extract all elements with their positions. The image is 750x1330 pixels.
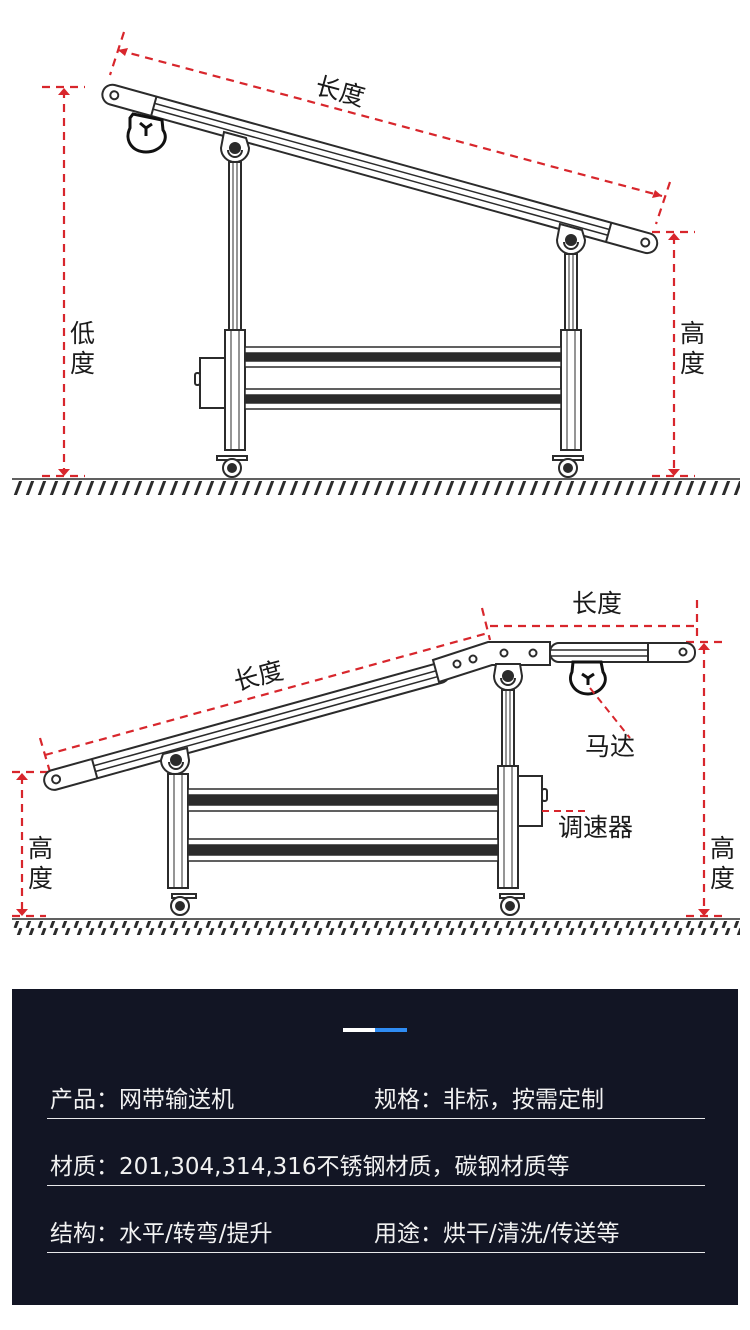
- high-height-label-1: 高: [680, 319, 705, 348]
- high-height-dimension: [652, 230, 695, 478]
- conveyor-belt-top: [101, 83, 659, 255]
- frame-crossbars: [244, 346, 562, 410]
- low-height-label-1: 低: [70, 319, 95, 348]
- motor-label: 马达: [585, 732, 635, 761]
- low-height-label-2: 度: [70, 349, 95, 378]
- right-height-label-1: 高: [710, 834, 735, 863]
- spec-material: 材质：201,304,314,316不锈钢材质，碳钢材质等: [50, 1154, 570, 1180]
- left-height-dimension: [12, 770, 50, 918]
- motor-icon: [569, 660, 607, 696]
- spec-specification: 规格：非标，按需定制: [374, 1087, 604, 1113]
- spec-structure: 结构：水平/转弯/提升: [50, 1221, 273, 1247]
- frame-crossbars: [187, 788, 499, 862]
- left-leg: [159, 746, 197, 916]
- left-height-label-1: 高: [28, 834, 53, 863]
- speed-controller-label: 调速器: [558, 813, 633, 842]
- accent-divider-white: [343, 1028, 375, 1032]
- motor-leader-line: [589, 687, 631, 739]
- spec-row-product: 产品：网带输送机 规格：非标，按需定制: [47, 1080, 705, 1119]
- right-height-label-2: 度: [710, 864, 735, 893]
- left-leg: [194, 130, 251, 478]
- accent-divider: [343, 1028, 407, 1032]
- spec-product: 产品：网带输送机: [50, 1087, 234, 1113]
- horizontal-length-dimension: [490, 600, 699, 642]
- conveyor-diagram-bottom: 长度 长度 高 度 高 度: [12, 589, 740, 935]
- spec-usage: 用途：烘干/清洗/传送等: [374, 1221, 620, 1247]
- conveyor-diagram-top: 长度 低 度 高 度: [12, 31, 740, 495]
- length-label: 长度: [312, 71, 368, 112]
- length-dimension: [108, 31, 672, 225]
- accent-divider-blue: [375, 1028, 407, 1032]
- spec-row-structure: 结构：水平/转弯/提升 用途：烘干/清洗/传送等: [47, 1214, 705, 1253]
- horizontal-length-label: 长度: [572, 589, 622, 618]
- ground-line: [12, 918, 740, 935]
- low-height-dimension: [42, 85, 85, 478]
- ground-line: [12, 478, 740, 495]
- spec-row-material: 材质：201,304,314,316不锈钢材质，碳钢材质等: [47, 1147, 705, 1186]
- right-leg: [552, 222, 587, 478]
- incline-length-dimension: [38, 607, 492, 773]
- left-height-label-2: 度: [28, 864, 53, 893]
- high-height-label-2: 度: [680, 349, 705, 378]
- motor-icon: [126, 112, 167, 154]
- right-leg: [492, 663, 548, 916]
- right-height-dimension: [686, 640, 728, 918]
- conveyor-belt-horizontal: [431, 641, 696, 684]
